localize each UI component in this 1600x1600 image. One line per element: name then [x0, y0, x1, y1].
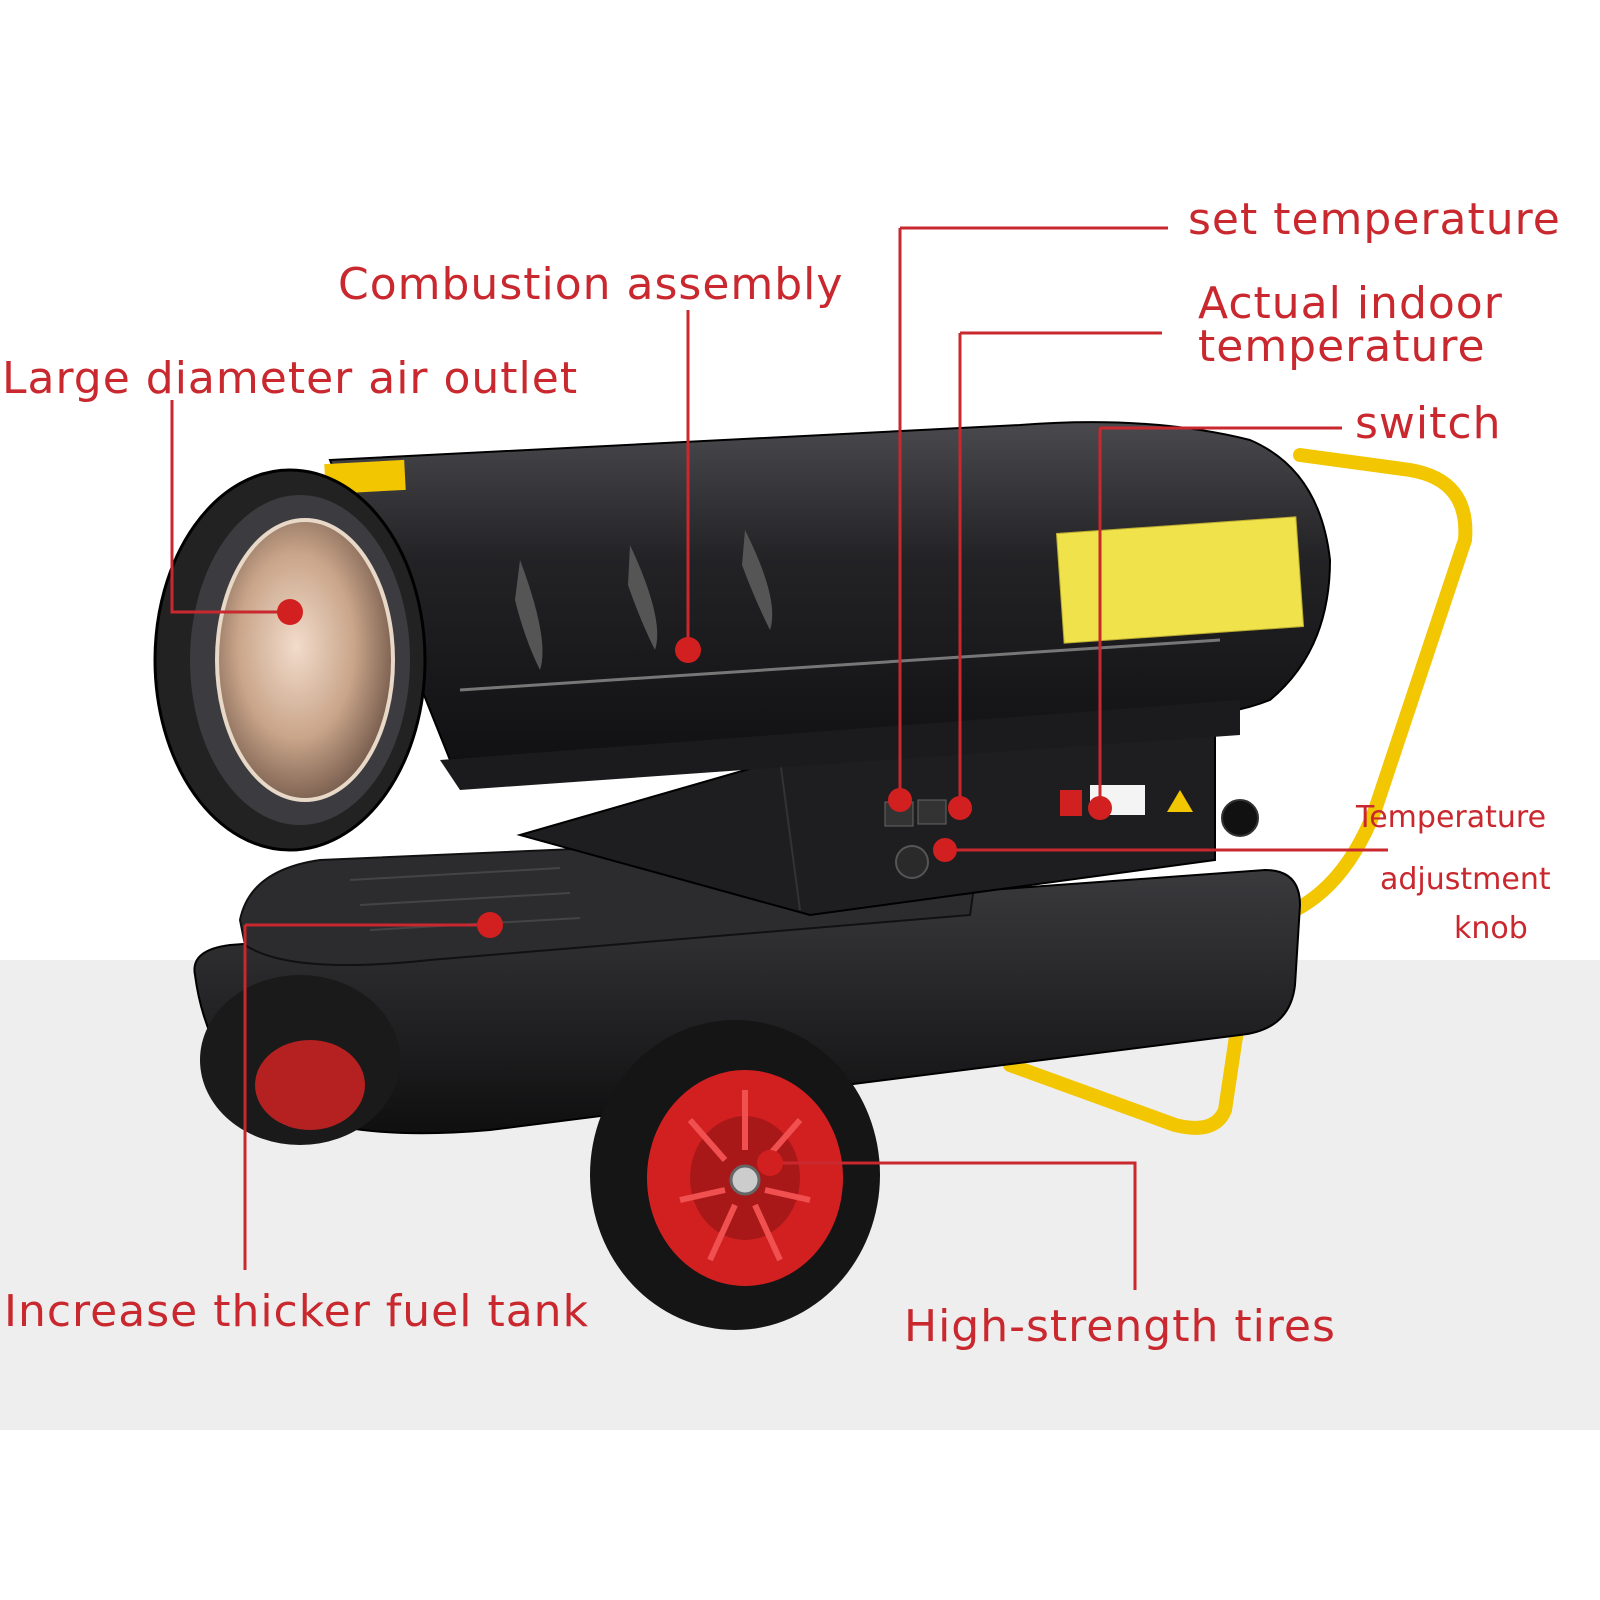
label-switch: switch: [1355, 398, 1502, 449]
label-tires: High-strength tires: [904, 1301, 1336, 1352]
label-temp-knob-line1: Temperature: [1356, 800, 1547, 835]
label-temp-knob-line2: adjustment: [1380, 862, 1551, 897]
combustion-barrel: [324, 421, 1332, 790]
label-actual-indoor-line2: temperature: [1198, 321, 1486, 372]
label-combustion-assembly: Combustion assembly: [338, 259, 844, 310]
rear-wheel: [200, 975, 400, 1145]
label-fuel-tank: Increase thicker fuel tank: [4, 1286, 590, 1337]
air-outlet: [153, 468, 427, 852]
label-temp-knob-line3: knob: [1454, 911, 1528, 946]
annotation-leaders: [170, 226, 1388, 1290]
front-wheel: [590, 1020, 880, 1330]
label-large-air-outlet: Large diameter air outlet: [2, 353, 579, 404]
label-actual-indoor-line1: Actual indoor: [1198, 278, 1503, 329]
annotation-dots: [277, 599, 1112, 1176]
label-set-temperature: set temperature: [1188, 194, 1561, 245]
